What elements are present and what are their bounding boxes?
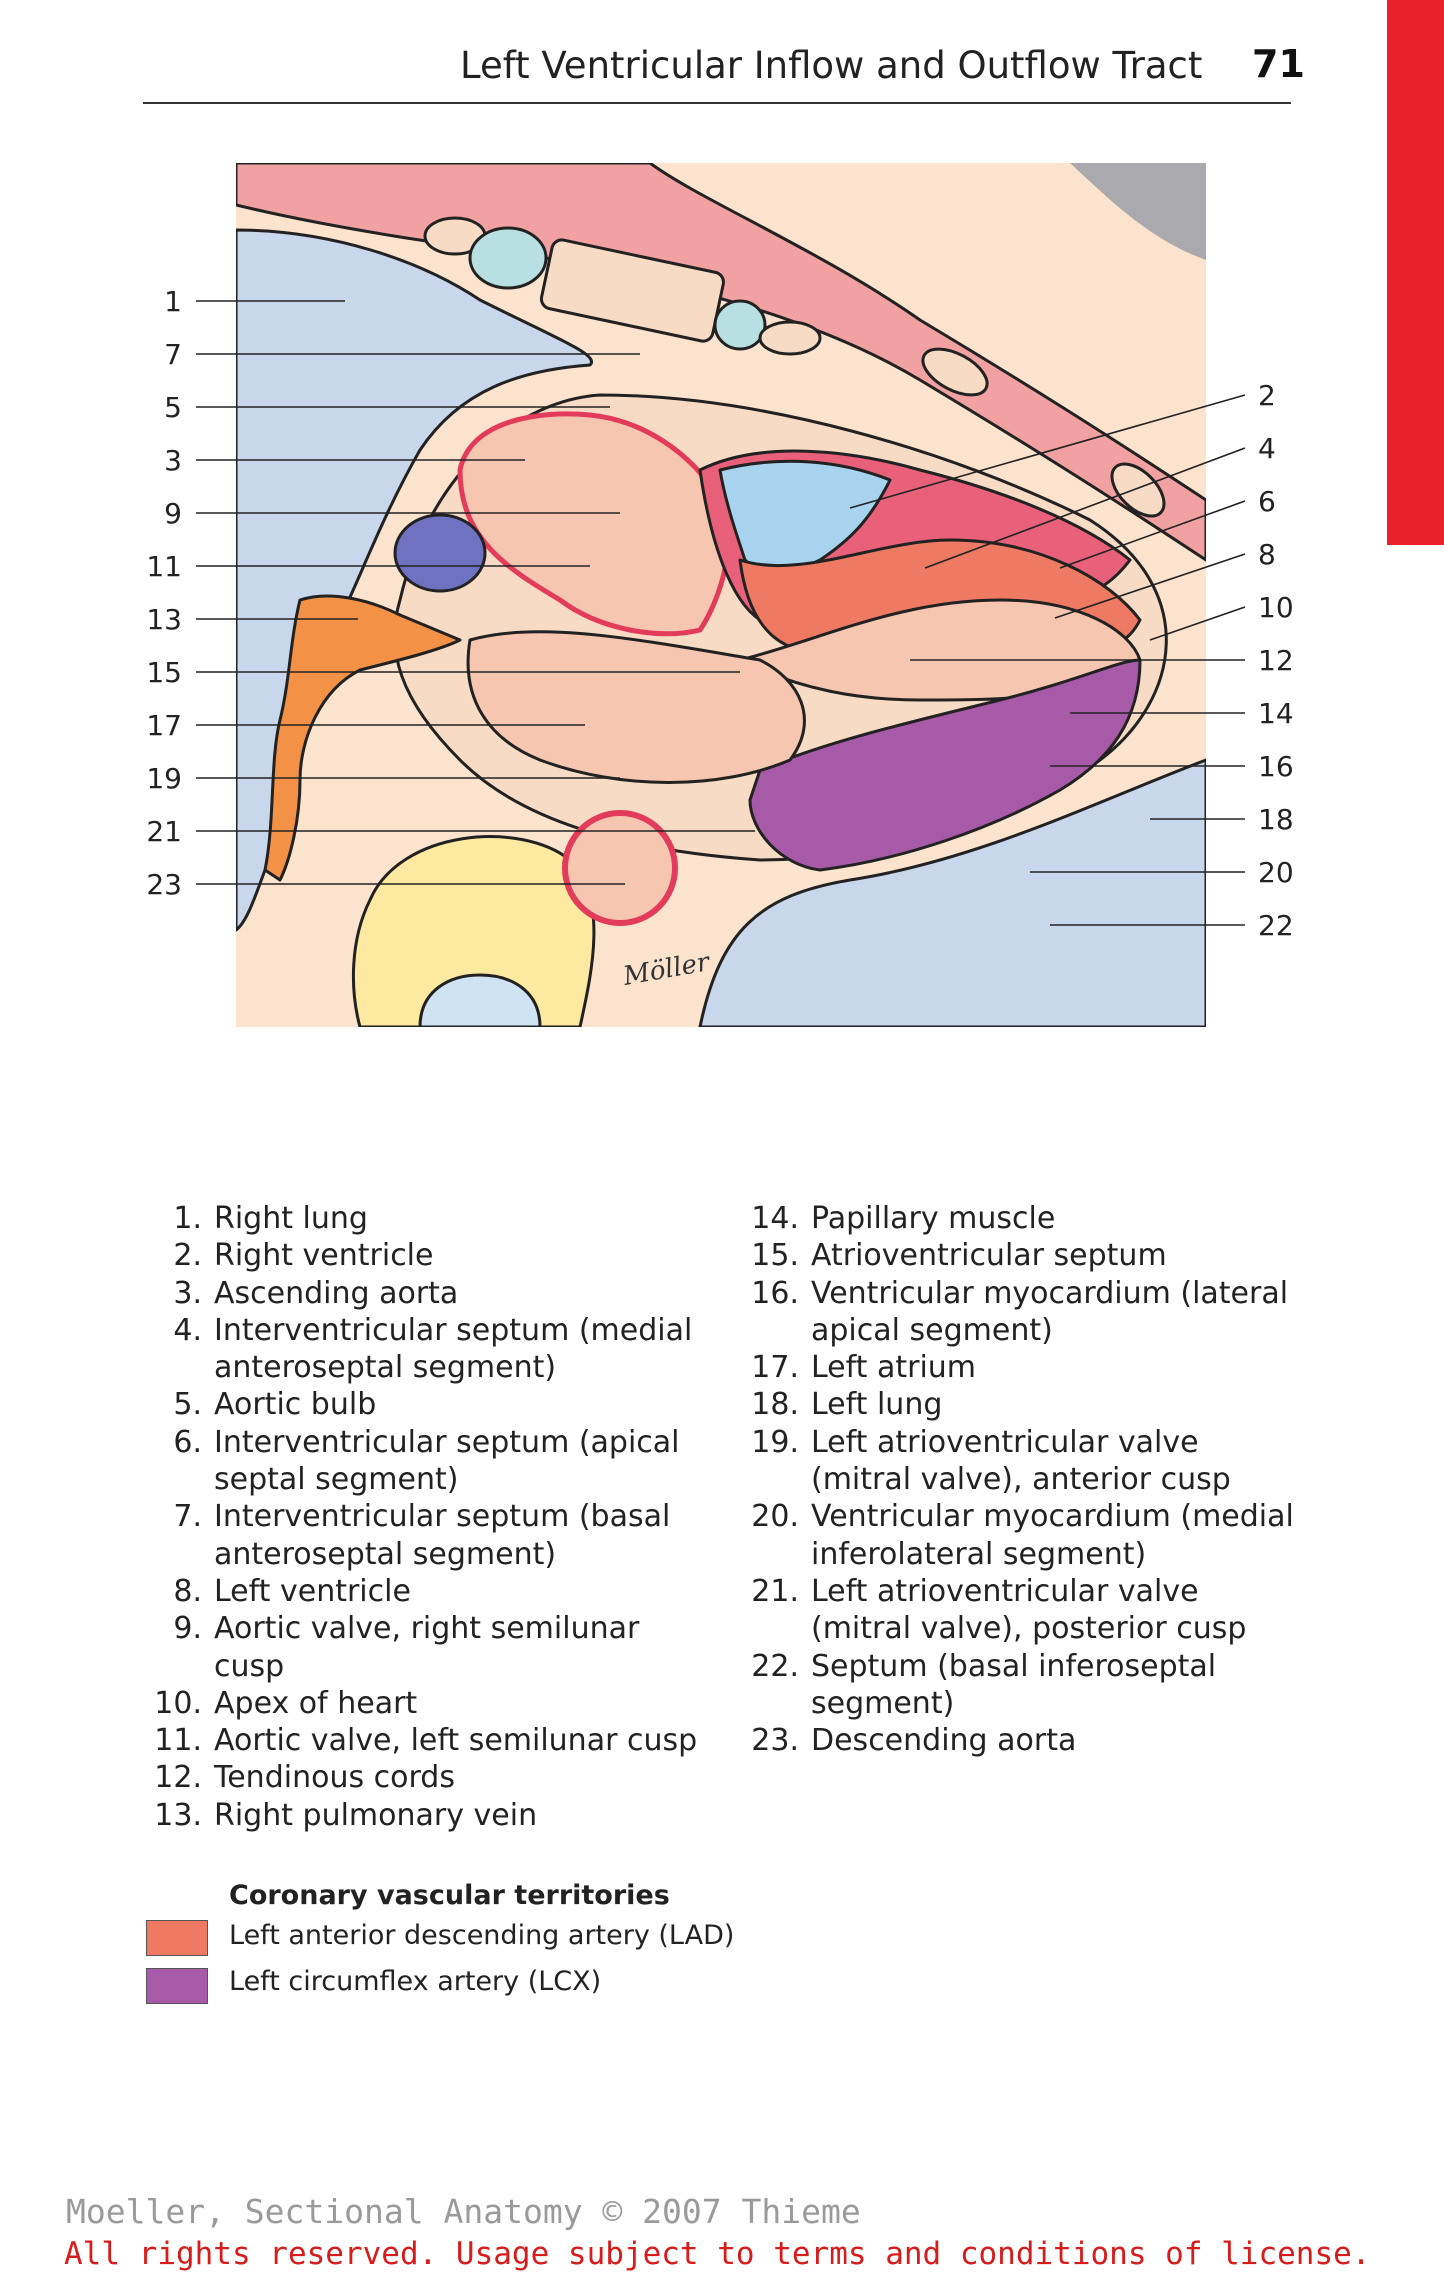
section-tab [1387,0,1444,545]
lad-swatch-label: Left anterior descending artery (LAD) [229,1920,735,1951]
figure-label-8: 8 [1258,538,1276,571]
figure-label-17: 17 [146,709,182,742]
legend-item: 18.Left lung [751,1387,943,1423]
legend-item: 19.Left atrioventricular valve (mitral v… [751,1424,1231,1498]
legend-item: 3.Ascending aorta [173,1275,459,1311]
right-pulmonary-vein [263,594,462,882]
figure-label-14: 14 [1258,697,1294,730]
figure-label-21: 21 [146,815,182,848]
legend-item: 7.Interventricular septum (basal anteros… [173,1499,671,1572]
figure-label-3: 3 [164,444,182,477]
header-rule [143,102,1291,104]
legend-item: 6.Interventricular septum (apical septal… [173,1424,680,1498]
descending-aorta [562,810,678,926]
figure-label-12: 12 [1258,644,1294,677]
coronary-territories-title: Coronary vascular territories [229,1880,670,1911]
ribs-sternum [423,216,1166,518]
legend-item: 13.Right pulmonary vein [154,1797,538,1833]
figure-label-9: 9 [164,497,182,530]
page-title: Left Ventricular Inflow and Outflow Trac… [460,44,1203,87]
pulmonary-artery [393,513,487,593]
lcx-color-swatch [146,1968,208,2004]
figure-label-23: 23 [146,868,182,901]
figure-label-11: 11 [146,550,182,583]
figure-label-19: 19 [146,762,182,795]
anatomy-figure: 1 7 5 3 9 11 13 15 17 19 21 23 2 4 6 8 1… [146,163,1294,1027]
legend-item: 21.Left atrioventricular valve (mitral v… [751,1573,1247,1647]
figure-label-15: 15 [146,656,182,689]
legend-item: 20.Ventricular myocardium (medial infero… [751,1499,1294,1572]
legend-item: 10.Apex of heart [154,1685,418,1721]
figure-label-2: 2 [1258,379,1276,412]
figure-label-4: 4 [1258,432,1276,465]
figure-label-5: 5 [164,391,182,424]
legend-item: 9.Aortic valve, right semilunar cusp [173,1611,640,1684]
figure-label-16: 16 [1258,750,1294,783]
figure-label-6: 6 [1258,485,1276,518]
figure-label-20: 20 [1258,856,1294,889]
legend-item: 23.Descending aorta [751,1723,1077,1759]
legend-list-right: 14.Papillary muscle 15.Atrioventricular … [737,1200,1297,1759]
spinal-canal [418,973,542,1027]
figure-label-10: 10 [1258,591,1294,624]
figure-left-labels: 1 7 5 3 9 11 13 15 17 19 21 23 [146,285,182,901]
leader-lines [196,300,1246,926]
lcx-swatch-label: Left circumflex artery (LCX) [229,1966,602,1997]
legend-item: 17.Left atrium [751,1350,977,1386]
figure-label-1: 1 [164,285,182,318]
gray-corner [1070,163,1206,260]
lcx-myocardium [748,658,1142,872]
legend-item: 15.Atrioventricular septum [751,1238,1167,1274]
legend-item: 2.Right ventricle [173,1238,434,1274]
lad-color-swatch [146,1920,208,1956]
right-ventricle-cavity [718,459,892,573]
copyright-line: Moeller, Sectional Anatomy © 2007 Thieme [66,2192,861,2231]
figure-label-7: 7 [164,338,182,371]
legend-list-left: 1.Right lung 2.Right ventricle 3.Ascendi… [140,1200,700,1834]
legend-item: 4.Interventricular septum (medial antero… [173,1312,693,1386]
license-notice: All rights reserved. Usage subject to te… [64,2236,1371,2272]
left-lung [698,758,1206,1027]
figure-label-18: 18 [1258,803,1294,836]
left-atrium [466,630,806,784]
legend-item: 14.Papillary muscle [751,1201,1056,1236]
legend-item: 22.Septum (basal inferoseptal segment) [751,1648,1217,1721]
figure-label-22: 22 [1258,909,1294,942]
legend-item: 12.Tendinous cords [154,1760,455,1796]
figure-right-labels: 2 4 6 8 10 12 14 16 18 20 22 [1258,379,1294,942]
page-number: 71 [1252,42,1305,86]
legend-item: 8.Left ventricle [173,1573,411,1609]
legend-item: 11.Aortic valve, left semilunar cusp [154,1723,698,1759]
legend-item: 1.Right lung [173,1201,368,1236]
figure-label-13: 13 [146,603,182,636]
legend-item: 16.Ventricular myocardium (lateral apica… [751,1275,1289,1348]
legend-item: 5.Aortic bulb [173,1387,377,1423]
